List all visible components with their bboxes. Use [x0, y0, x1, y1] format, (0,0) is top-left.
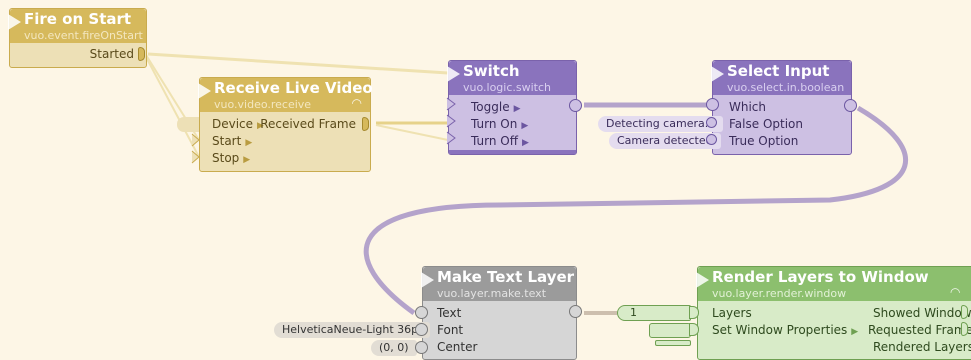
input-port-device[interactable] [177, 117, 199, 132]
node-switch[interactable]: Switch vuo.logic.switch Toggle▶ Turn On▶… [447, 60, 582, 155]
node-class-name: vuo.layer.render.window [712, 287, 847, 300]
input-port-text-label: Text [437, 306, 462, 320]
node-title: Fire on Start [24, 10, 132, 28]
node-title: Receive Live Video [214, 79, 373, 97]
output-port-requested-frame-label: Requested Frame [868, 323, 971, 337]
node-class-name: vuo.video.receive [214, 98, 312, 111]
node-title: Select Input [727, 62, 830, 80]
wifi-icon: ◠ [351, 96, 362, 110]
trigger-icon [8, 14, 21, 30]
node-footer [449, 150, 576, 154]
input-port-center-label: Center [437, 340, 478, 354]
node-receive-live-video[interactable]: Receive Live Video vuo.video.receive ◠ D… [198, 77, 373, 172]
input-port-font[interactable] [415, 323, 428, 336]
input-port-false-option[interactable] [706, 117, 717, 128]
node-title: Render Layers to Window [712, 268, 929, 286]
trigger-icon [696, 272, 709, 288]
input-port-turn-on-label: Turn On [471, 117, 518, 131]
output-port-switch[interactable] [569, 99, 582, 112]
trigger-icon [711, 66, 724, 82]
input-port-center[interactable] [415, 341, 428, 354]
input-port-true-option[interactable] [706, 134, 717, 145]
node-title: Make Text Layer [437, 268, 575, 286]
node-render-layers-to-window[interactable]: Render Layers to Window vuo.layer.render… [696, 266, 971, 360]
constant-font[interactable]: HelveticaNeue-Light 36pt [274, 322, 431, 338]
node-title: Switch [463, 62, 520, 80]
output-port-select[interactable] [844, 99, 857, 112]
trigger-icon [447, 66, 460, 82]
cable-frame-to-turnoff [375, 124, 449, 141]
constant-center[interactable]: (0, 0) [371, 340, 417, 356]
input-port-false-option-label: False Option [729, 117, 803, 131]
input-port-layers[interactable] [689, 306, 699, 319]
wifi-icon: ◠ [950, 285, 961, 299]
input-port-toggle-label: Toggle [471, 100, 510, 114]
trigger-icon [198, 83, 211, 99]
input-port-start-label: Start [212, 134, 242, 148]
input-port-text[interactable] [415, 306, 428, 319]
output-port-showed-window-label: Showed Window [873, 306, 971, 320]
output-port-started[interactable] [138, 47, 145, 61]
input-port-which[interactable] [706, 98, 719, 111]
input-port-true-option-label: True Option [729, 134, 799, 148]
input-port-layers-label: Layers [712, 306, 752, 320]
output-port-layer[interactable] [569, 305, 582, 318]
cable-started-to-toggle [147, 52, 449, 75]
output-port-showed-window[interactable] [961, 305, 968, 319]
list-drawer-layers[interactable]: 1 [617, 305, 691, 321]
node-class-name: vuo.event.fireOnStart [24, 29, 143, 42]
constant-false-option[interactable]: Detecting camera... [598, 116, 724, 132]
node-class-name: vuo.select.in.boolean [727, 81, 845, 94]
trigger-icon [421, 272, 434, 288]
output-port-received-frame[interactable] [362, 117, 369, 131]
node-fire-on-start[interactable]: Fire on Start vuo.event.fireOnStart Star… [8, 8, 147, 68]
node-make-text-layer[interactable]: Make Text Layer vuo.layer.make.text Text… [421, 266, 582, 360]
output-port-started-label: Started [89, 47, 134, 61]
input-port-turn-off-label: Turn Off [471, 134, 518, 148]
input-port-which-label: Which [729, 100, 767, 114]
input-chevrons [446, 97, 456, 145]
input-port-stop-label: Stop [212, 151, 240, 165]
input-port-window-properties-label: Set Window Properties [712, 323, 848, 337]
output-port-received-frame-label: Received Frame [260, 117, 356, 131]
node-class-name: vuo.logic.switch [463, 81, 551, 94]
output-port-requested-frame[interactable] [961, 322, 968, 336]
list-drawer-window-properties[interactable] [649, 323, 691, 338]
input-chevrons [191, 133, 200, 164]
list-drawer-window-properties-slot [655, 340, 691, 346]
output-port-rendered-layers-label: Rendered Layers [873, 340, 971, 354]
input-port-font-label: Font [437, 323, 464, 337]
node-class-name: vuo.layer.make.text [437, 287, 547, 300]
list-item-count: 1 [630, 306, 637, 319]
input-port-window-properties[interactable] [689, 323, 699, 336]
node-select-input[interactable]: Select Input vuo.select.in.boolean Which… [711, 60, 857, 155]
constant-true-option[interactable]: Camera detected [609, 133, 721, 149]
input-port-device-label: Device [212, 117, 254, 131]
